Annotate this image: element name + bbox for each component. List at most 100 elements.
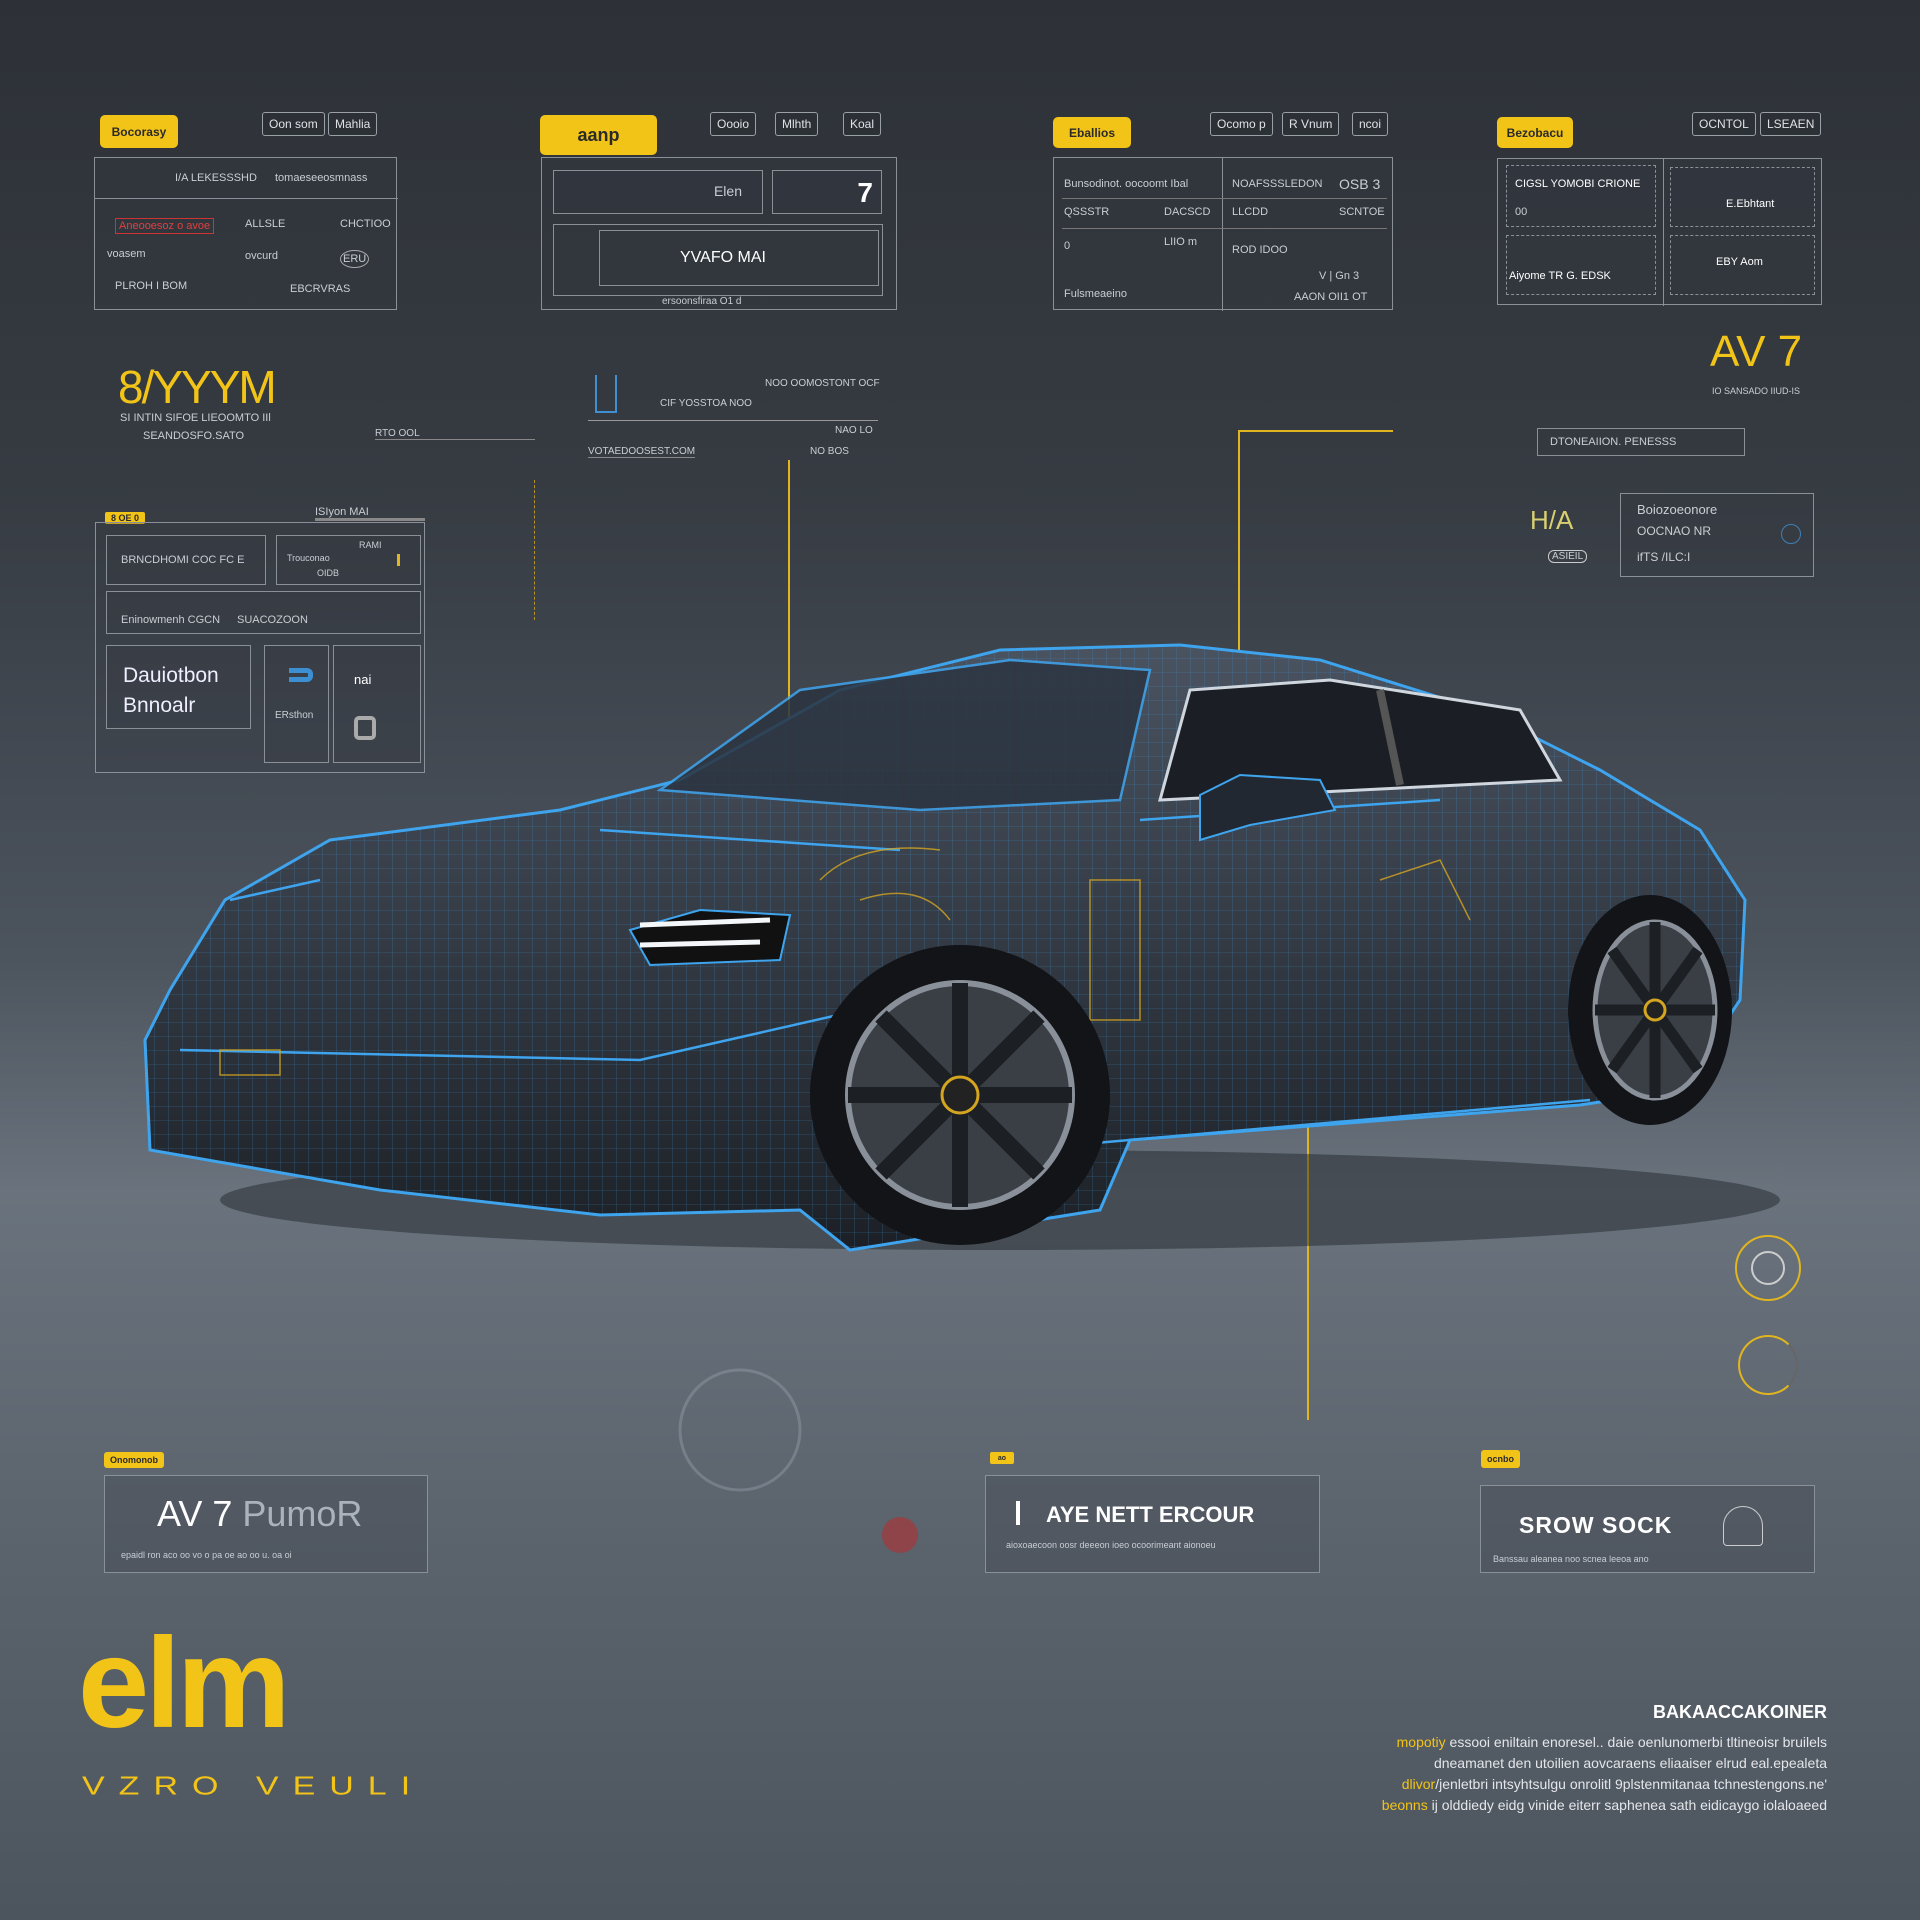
right-line: ifTS /ILC:I xyxy=(1637,550,1691,564)
feature-title-2: Bnnoalr xyxy=(123,694,196,717)
left-panel-header: ISIyon MAI xyxy=(315,506,425,521)
model-subtitle: IO SANSADO IIUD-IS xyxy=(1712,386,1801,396)
info-icon[interactable] xyxy=(1781,524,1801,544)
right-badge[interactable]: ASIEIL xyxy=(1548,550,1588,563)
panel3-text: NOAFSSSLEDON xyxy=(1232,178,1323,190)
panel2-main-text: YVAFO MAI xyxy=(680,249,766,266)
bottom-panel-2-tag[interactable]: ao xyxy=(990,1452,1014,1464)
panel2-cell-1: Elen xyxy=(553,170,763,214)
panel3-text: QSSSTR xyxy=(1064,206,1110,218)
car-side-window xyxy=(1158,678,1563,802)
panel1-gauge-icon: ERU xyxy=(340,250,370,268)
panel1-text: CHCTIOO xyxy=(340,218,391,230)
panel4-text: E.Ebhtant xyxy=(1726,198,1775,210)
panel3-button-2[interactable]: R Vnum xyxy=(1282,112,1340,136)
gauge-icon[interactable] xyxy=(1738,1335,1798,1395)
panel2-tag[interactable]: aanp xyxy=(540,115,657,155)
bottom-panel-1-tag[interactable]: Onomonob xyxy=(104,1452,164,1468)
panel2-value: 7 xyxy=(857,177,873,208)
panel1-box: I/A LEKESSSHD tomaeseeosmnass Aneooesoz … xyxy=(94,157,398,310)
car-mirror xyxy=(1199,773,1337,842)
brand-logo: elm xyxy=(78,1612,291,1755)
panel3-tag[interactable]: Eballios xyxy=(1053,117,1131,148)
panel1-tag[interactable]: Bocorasy xyxy=(100,115,178,148)
panel3-box: Bunsodinot. oocoomt Ibal QSSSTR DACSCD 0… xyxy=(1053,157,1393,311)
rear-wheel xyxy=(1568,895,1732,1125)
info-line: beonns ij olddiedy eidg vinide eiterr sa… xyxy=(1382,1797,1827,1813)
info-line: mopotiy essooi eniltain enoresel.. daie … xyxy=(1397,1734,1827,1750)
left-panel-text: nai xyxy=(354,672,372,687)
right-mark: H/A xyxy=(1530,505,1574,535)
bottom-panel-2: AYE NETT ERCOUR aioxoaecoon oosr deeeon … xyxy=(985,1475,1320,1573)
left-panel-tag[interactable]: 8 OE 0 xyxy=(105,512,146,524)
callout-title: CIF YOSSTOA NOO xyxy=(660,398,752,409)
panel3-text: ROD IDOO xyxy=(1232,244,1288,256)
bottom-panel-3-tag[interactable]: ocnbo xyxy=(1481,1450,1520,1468)
panel1-text: I/A LEKESSSHD xyxy=(175,172,257,184)
callout-title2: NOO OOMOSTONT OCF xyxy=(765,378,880,389)
bottom-panel-2-title: AYE NETT ERCOUR xyxy=(1046,1502,1255,1527)
logo-line1: SI INTIN SIFOE LIEOOMTO IIl xyxy=(120,412,271,424)
info-text: ij olddiedy eidg vinide eiterr saphenea … xyxy=(1427,1797,1827,1813)
left-panel-text: Trouconao xyxy=(287,553,330,563)
panel1-text: tomaeseeosmnass xyxy=(275,172,368,184)
panel1-button-1[interactable]: Oon som xyxy=(262,112,325,136)
left-panel-text: OIDB xyxy=(317,568,340,578)
connector-icon xyxy=(289,668,313,682)
panel3-button-1[interactable]: Ocomo p xyxy=(1210,112,1273,136)
panel2-button-3[interactable]: Koal xyxy=(843,112,882,136)
panel1-alert: Aneooesoz o avoe xyxy=(115,218,215,234)
panel4-box: CIGSL YOMOBI CRIONE 00 E.Ebhtant Aiyome T… xyxy=(1497,158,1822,306)
bottom-panel-3-caption: Banssau aleanea noo scnea leeoa ano xyxy=(1493,1554,1649,1564)
bottom-title-main: AV 7 xyxy=(157,1493,233,1534)
feature-title-1: Dauiotbon xyxy=(123,664,219,687)
steering-icon[interactable] xyxy=(1735,1235,1801,1301)
panel4-text: 00 xyxy=(1515,206,1528,218)
panel4-text: CIGSL YOMOBI CRIONE xyxy=(1515,178,1641,190)
right-line: OOCNAO NR xyxy=(1637,524,1712,538)
left-annotation: RTO OOL xyxy=(375,428,535,440)
right-header-box: DTONEAIION. PENESSS xyxy=(1537,428,1745,456)
left-panel: BRNCDHOMI COC FC E RAMI Trouconao OIDB E… xyxy=(95,522,425,773)
panel4-button-2[interactable]: LSEAEN xyxy=(1760,112,1822,136)
model-title: AV 7 xyxy=(1710,327,1803,376)
panel3-text: LIIO m xyxy=(1164,236,1198,248)
panel3-text: Fulsmeaeino xyxy=(1064,288,1127,300)
panel2-button-2[interactable]: Mlhth xyxy=(775,112,819,136)
bottom-panel-1: AV 7 PumoR epaidl ron aco oo vo o pa oe … xyxy=(104,1475,428,1573)
panel3-text: Bunsodinot. oocoomt Ibal xyxy=(1064,178,1189,190)
left-panel-text: BRNCDHOMI COC FC E xyxy=(121,554,245,566)
panel1-text: ovcurd xyxy=(245,250,279,262)
chip-icon xyxy=(595,375,617,413)
info-heading: BAKAACCAKOINER xyxy=(1653,1702,1827,1722)
panel2-box: Elen 7 YVAFO MAI ersoonsfiraa O1 d xyxy=(541,157,897,310)
info-highlight: dlivor xyxy=(1401,1776,1436,1792)
badge-icon xyxy=(1723,1506,1763,1546)
info-highlight: mopotiy xyxy=(1396,1734,1446,1750)
callout-sub2: VOTAEDOOSEST.COM xyxy=(588,446,696,458)
panel4-tag[interactable]: Bezobacu xyxy=(1497,117,1573,148)
panel4-text: EBY Aom xyxy=(1716,256,1763,268)
right-header: DTONEAIION. PENESSS xyxy=(1550,436,1677,448)
panel4-button-1[interactable]: OCNTOL xyxy=(1692,112,1756,136)
callout-sub3: NO BOS xyxy=(810,446,849,457)
left-panel-text: RAMI xyxy=(359,540,382,550)
logo-mark: 8/YYYM xyxy=(118,361,277,413)
panel1-text: ALLSLE xyxy=(245,218,286,230)
brand-tagline: VZRO VEULI xyxy=(82,1772,425,1801)
panel3-button-3[interactable]: ncoi xyxy=(1352,112,1389,136)
left-panel-text: SUACOZOON xyxy=(237,614,308,626)
info-text: essooi eniltain enoresel.. daie oenlunom… xyxy=(1445,1734,1827,1750)
panel4-text: Aiyome TR G. EDSK xyxy=(1509,270,1611,282)
right-info-box: Boiozoeonore OOCNAO NR ifTS /ILC:I xyxy=(1620,493,1814,577)
car-windshield xyxy=(656,658,1152,812)
bottom-panel-2-caption: aioxoaecoon oosr deeeon ioeo ocoorimeant… xyxy=(1006,1540,1216,1550)
panel1-text: voasem xyxy=(107,248,146,260)
panel1-button-2[interactable]: Mahlia xyxy=(328,112,378,136)
info-line: dlivor/jenletbri intsyhtsulgu onrolitl 9… xyxy=(1402,1776,1827,1792)
panel2-main: YVAFO MAI xyxy=(553,224,883,296)
logo-line2: SEANDOSFO.SATO xyxy=(143,430,245,442)
panel2-button-1[interactable]: Oooio xyxy=(710,112,757,136)
left-panel-text: ERsthon xyxy=(275,710,314,721)
